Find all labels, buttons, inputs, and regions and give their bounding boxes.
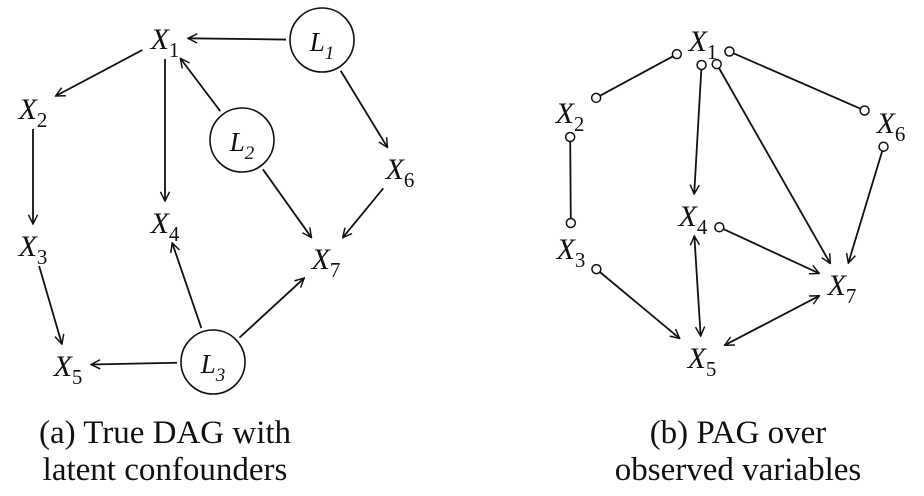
dag-node-x3-subscript: 3 bbox=[37, 245, 48, 269]
dag-node-x7: X7 bbox=[311, 243, 341, 282]
pag-node-x6-subscript: 6 bbox=[895, 122, 906, 146]
dag-node-x5-subscript: 5 bbox=[72, 365, 83, 389]
pag-edge-x1-x4-circle-mark-x1 bbox=[696, 59, 707, 71]
dag-edge-l3-x7 bbox=[238, 278, 304, 339]
pag-node-x3-letter: X bbox=[556, 233, 577, 266]
pag-edge-x1-x4 bbox=[694, 69, 703, 194]
pag-edge-x2-x3 bbox=[569, 141, 572, 219]
pag-node-x7-subscript: 7 bbox=[846, 284, 857, 308]
pag-node-x5: X5 bbox=[687, 342, 717, 381]
pag-edge-x3-x5-circle-mark-x3 bbox=[591, 263, 602, 275]
pag-edge-x6-x7-circle-mark-x6 bbox=[878, 141, 889, 152]
dag-edge-x6-x7 bbox=[343, 187, 384, 237]
dag-node-x2-subscript: 2 bbox=[37, 108, 48, 132]
pag-edge-x1-x2-circle-mark-x1 bbox=[671, 48, 683, 60]
latent-node-circle-l2 bbox=[209, 107, 275, 173]
dag-node-l1: L1 bbox=[309, 27, 335, 64]
pag-edge-x1-x6-circle-mark-x6 bbox=[859, 105, 870, 116]
pag-edge-x1-x6 bbox=[733, 52, 861, 110]
dag-node-l2-letter: L bbox=[229, 127, 245, 157]
dag-node-l3: L3 bbox=[200, 349, 226, 386]
dag-edge-l1-x6 bbox=[339, 70, 388, 148]
pag-caption-line1: (b) PAG over bbox=[650, 415, 827, 451]
pag-edge-x4-x7-circle-mark-x4 bbox=[714, 221, 725, 233]
pag-node-x6: X6 bbox=[876, 107, 906, 146]
pag-edge-x1-x6-circle-mark-x1 bbox=[724, 46, 735, 57]
pag-node-x2: X2 bbox=[555, 97, 585, 136]
pag-node-x1-subscript: 1 bbox=[707, 40, 718, 64]
dag-node-x6-subscript: 6 bbox=[404, 168, 415, 192]
pag-edge-x4-x7 bbox=[723, 228, 819, 273]
pag-node-x1: X1 bbox=[688, 25, 718, 64]
dag-node-x4-subscript: 4 bbox=[169, 222, 180, 246]
dag-edge-x1-x2 bbox=[56, 49, 143, 97]
pag-node-x3-subscript: 3 bbox=[575, 248, 586, 272]
dag-caption-line1: (a) True DAG with bbox=[39, 415, 292, 451]
pag-edge-x3-x5 bbox=[599, 271, 680, 338]
pag-caption-line2: observed variables bbox=[615, 452, 862, 488]
pag-node-x3: X3 bbox=[556, 233, 586, 272]
pag-edge-x6-x7 bbox=[848, 150, 884, 263]
pag-node-x4-letter: X bbox=[678, 200, 699, 233]
dag-node-x7-subscript: 7 bbox=[330, 258, 341, 282]
pag-edge-x5-x7 bbox=[725, 295, 820, 346]
pag-node-x7-letter: X bbox=[827, 269, 848, 302]
pag-node-x5-letter: X bbox=[687, 342, 708, 375]
dag-node-x3-letter: X bbox=[18, 230, 39, 263]
dag-node-x5-letter: X bbox=[53, 350, 74, 383]
pag-node-x5-subscript: 5 bbox=[706, 357, 717, 381]
pag-edge-x1-x7 bbox=[718, 67, 830, 263]
dag-node-l2-subscript: 2 bbox=[245, 143, 255, 164]
latent-node-circle-l1 bbox=[289, 7, 355, 73]
dag-edge-l2-x7 bbox=[262, 168, 312, 237]
pag-edge-x2-x3-circle-mark-x3 bbox=[565, 217, 577, 229]
dag-node-x2: X2 bbox=[18, 93, 48, 132]
dag-node-x1-subscript: 1 bbox=[169, 38, 180, 62]
dag-edge-x3-x5 bbox=[38, 265, 62, 344]
dag-edge-l3-x4 bbox=[172, 243, 203, 329]
dag-node-x1-letter: X bbox=[150, 23, 171, 56]
pag-edge-x1-x2 bbox=[599, 55, 674, 97]
dag-node-l1-letter: L bbox=[309, 27, 325, 57]
pag-node-x4-subscript: 4 bbox=[697, 215, 708, 239]
latent-node-circle-l3 bbox=[180, 329, 246, 395]
pag-edge-x1-x2-circle-mark-x2 bbox=[590, 92, 602, 104]
dag-node-x3: X3 bbox=[18, 230, 48, 269]
dag-edge-l2-x1 bbox=[180, 58, 222, 112]
dag-edge-l3-x5 bbox=[91, 363, 178, 365]
pag-node-x2-letter: X bbox=[555, 97, 576, 130]
dag-node-x6-letter: X bbox=[385, 153, 406, 186]
dag-caption-line2: latent confounders bbox=[43, 452, 288, 488]
pag-edge-x2-x3-circle-mark-x2 bbox=[564, 131, 576, 143]
dag-node-l3-subscript: 3 bbox=[215, 365, 226, 386]
dag-node-x5: X5 bbox=[53, 350, 83, 389]
pag-node-x7: X7 bbox=[827, 269, 857, 308]
pag-edge-x4-x5 bbox=[694, 236, 700, 336]
dag-edge-l1-x1 bbox=[188, 38, 287, 39]
dag-node-x2-letter: X bbox=[18, 93, 39, 126]
dag-node-l2: L2 bbox=[229, 127, 255, 164]
dag-node-l3-letter: L bbox=[200, 349, 216, 379]
pag-edge-x1-x7-circle-mark-x1 bbox=[711, 58, 722, 70]
pag-node-x4: X4 bbox=[678, 200, 708, 239]
dag-node-x1: X1 bbox=[150, 23, 180, 62]
dag-node-x4-letter: X bbox=[150, 207, 171, 240]
pag-node-x6-letter: X bbox=[876, 107, 897, 140]
pag-node-x1-letter: X bbox=[688, 25, 709, 58]
dag-node-l1-subscript: 1 bbox=[325, 43, 335, 64]
dag-node-x7-letter: X bbox=[311, 243, 332, 276]
pag-node-x2-subscript: 2 bbox=[574, 112, 585, 136]
dag-node-x4: X4 bbox=[150, 207, 180, 246]
dag-node-x6: X6 bbox=[385, 153, 415, 192]
